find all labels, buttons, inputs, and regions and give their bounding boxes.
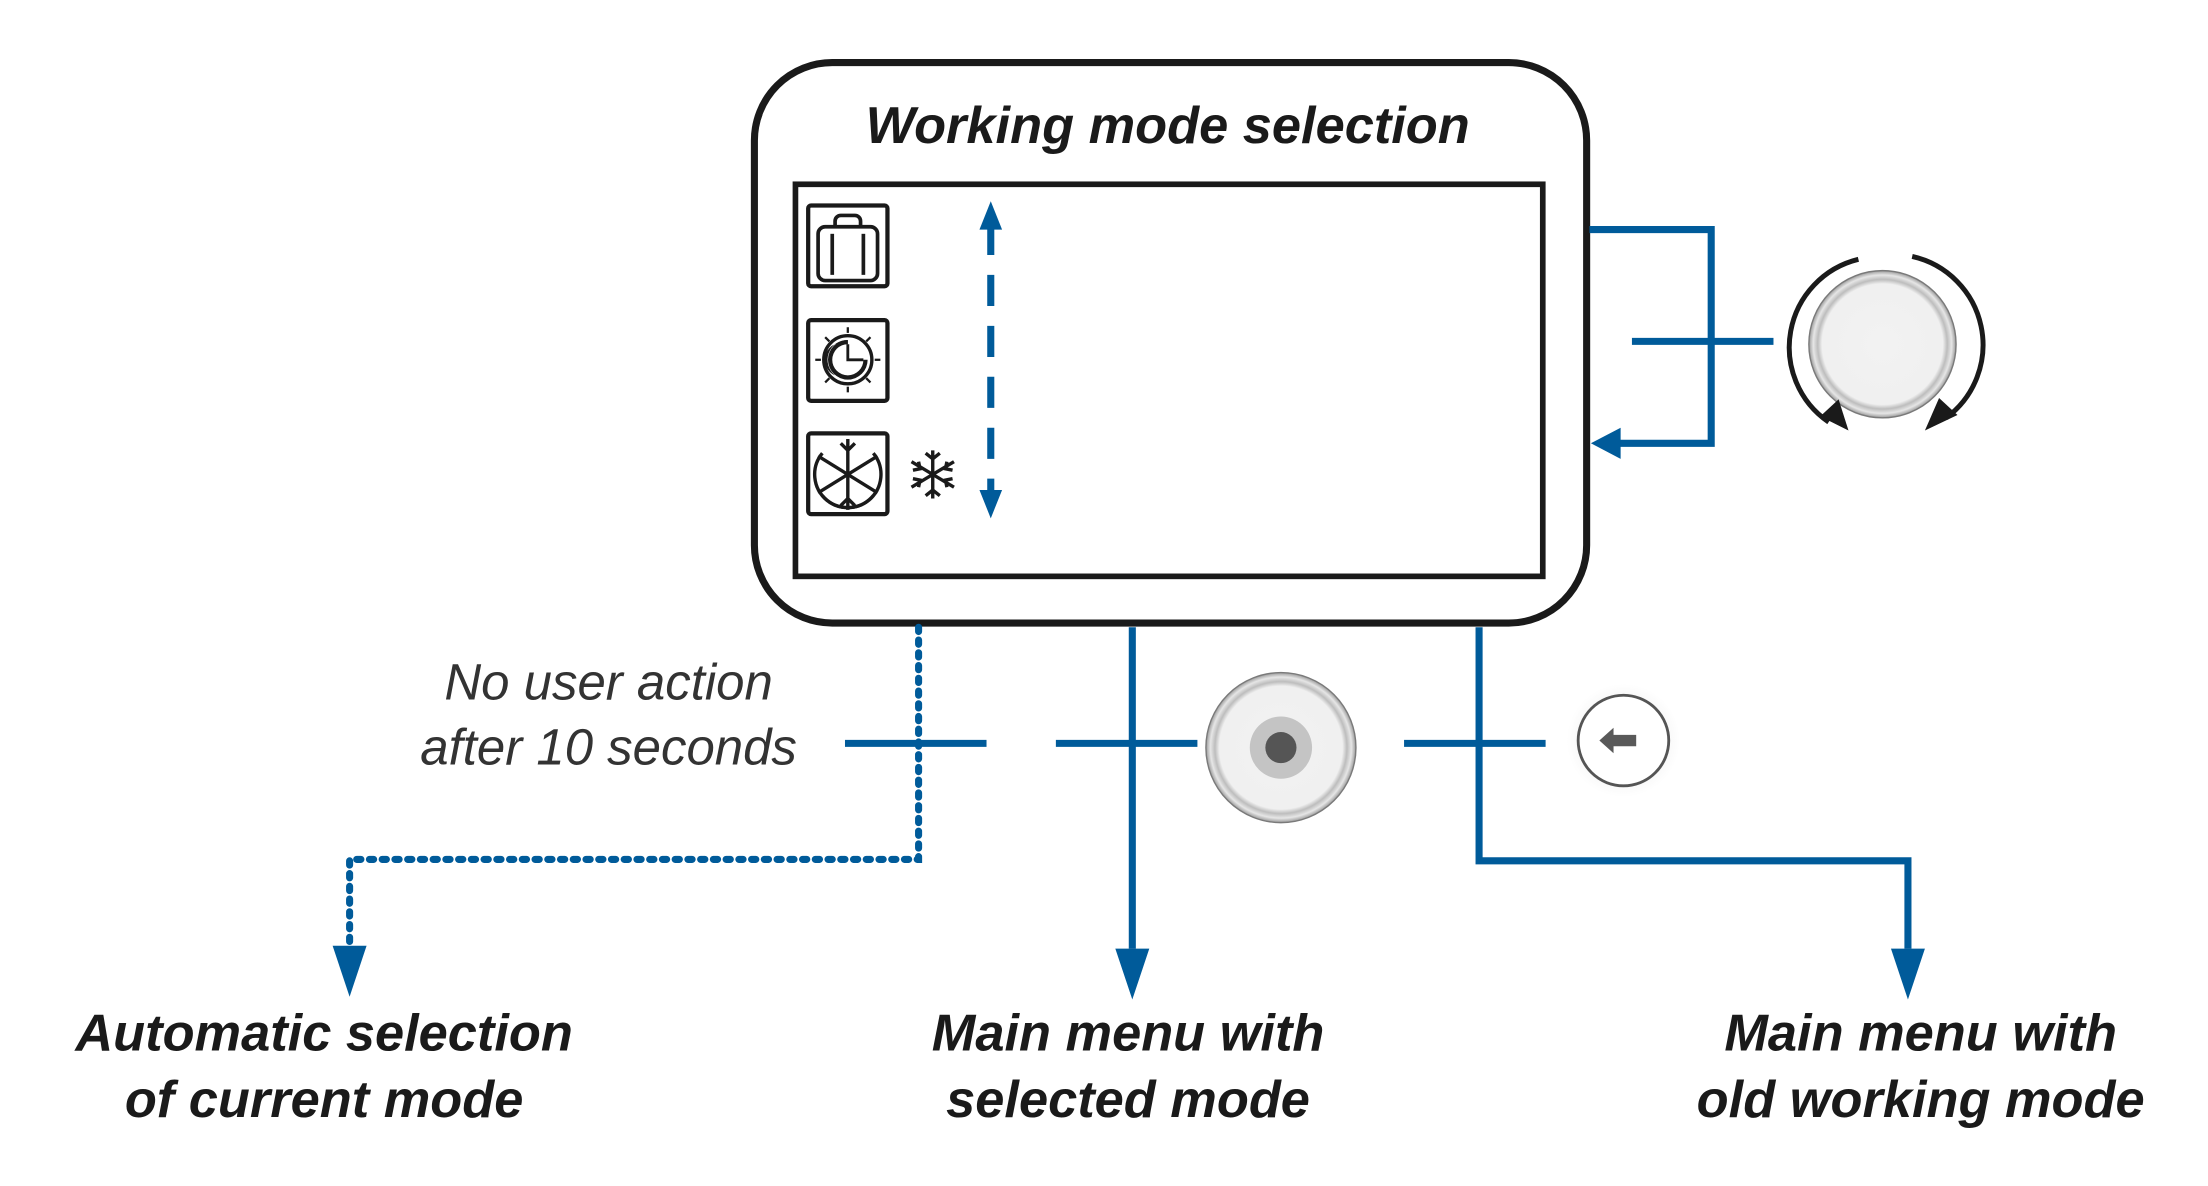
mode-icon-box xyxy=(806,203,890,289)
back-flow-line xyxy=(1475,627,1912,949)
arrowhead-icon xyxy=(1820,399,1849,431)
mode-item-holiday[interactable] xyxy=(806,203,890,289)
arrow-left-icon xyxy=(1590,427,1621,459)
outcome-old-mode: Main menu with old working mode xyxy=(1697,1005,2145,1130)
arrowhead-icon xyxy=(1924,398,1958,431)
back-flow xyxy=(1404,627,1925,1000)
suitcase-icon xyxy=(816,213,880,283)
snowflake-mode-icon xyxy=(812,439,883,510)
outcome-label-line2: of current mode xyxy=(125,1071,524,1129)
outcome-automatic: Automatic selection of current mode xyxy=(73,1005,573,1130)
timeout-note-line2: after 10 seconds xyxy=(420,719,797,776)
mode-item-timer[interactable] xyxy=(806,318,890,403)
ok-flow xyxy=(1055,627,1198,1000)
outcome-label-line1: Main menu with xyxy=(1724,1005,2117,1063)
arrow-down-icon xyxy=(1890,948,1925,1000)
outcome-label-line2: old working mode xyxy=(1697,1071,2145,1129)
scroll-indicator-arrow xyxy=(979,201,1003,519)
rotary-knob-icon[interactable] xyxy=(1808,269,1957,419)
snowflake-icon xyxy=(910,450,955,499)
arrow-down-icon xyxy=(1115,948,1150,1000)
rotary-knob-flow xyxy=(1589,226,1774,459)
outcome-label-line1: Main menu with xyxy=(932,1005,1325,1063)
ok-button[interactable] xyxy=(1205,671,1357,824)
mode-item-frost[interactable] xyxy=(806,431,890,517)
ok-button-dot xyxy=(1265,732,1297,764)
rotate-ccw-arrow-icon xyxy=(1786,256,1859,425)
timeout-flow: No user action after 10 seconds xyxy=(332,623,987,997)
outcome-selected-mode: Main menu with selected mode xyxy=(932,1005,1325,1130)
timeout-note-line1: No user action xyxy=(444,653,772,710)
outcome-label-line2: selected mode xyxy=(946,1071,1310,1129)
display-screen xyxy=(792,181,1546,580)
rotary-knob[interactable] xyxy=(1786,254,1986,431)
arrow-down-icon xyxy=(332,945,367,997)
knob-loop-line xyxy=(1589,226,1715,447)
back-arrow-icon xyxy=(1599,727,1637,754)
rotate-cw-arrow-icon xyxy=(1911,254,1986,420)
outcome-label-line1: Automatic selection xyxy=(73,1005,573,1063)
screen-title: Working mode selection xyxy=(866,97,1470,155)
device-display: Working mode selection xyxy=(750,59,1591,627)
clock-icon xyxy=(815,327,881,393)
back-button[interactable] xyxy=(1566,683,1681,798)
